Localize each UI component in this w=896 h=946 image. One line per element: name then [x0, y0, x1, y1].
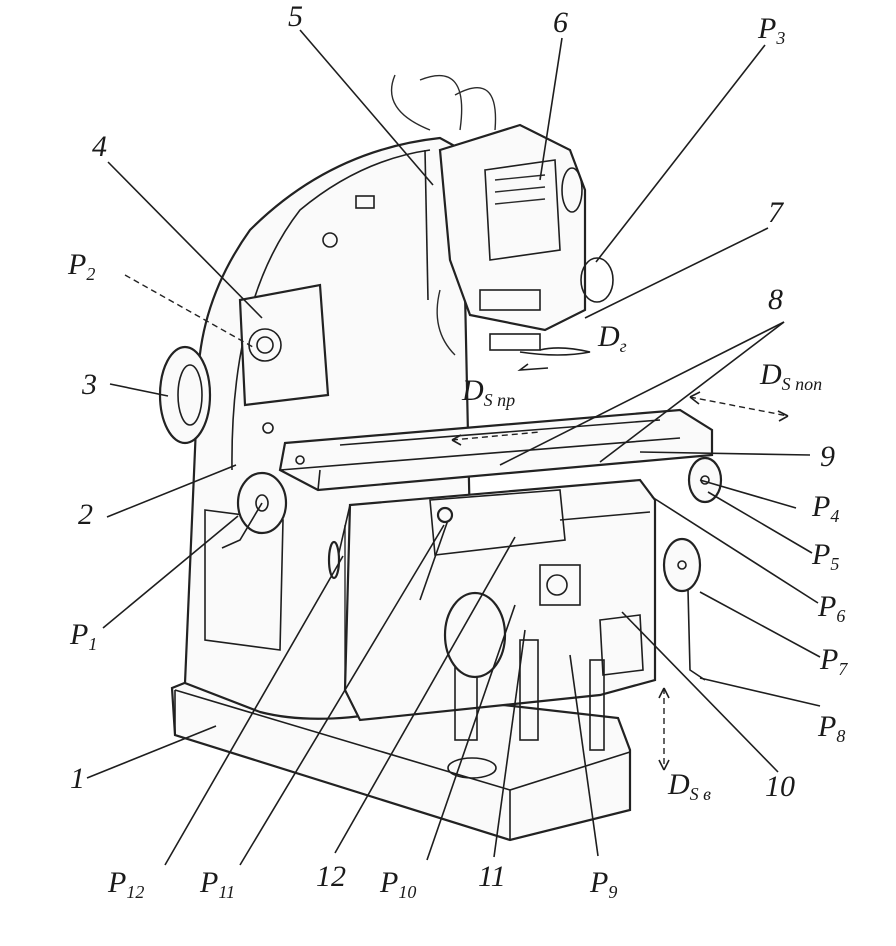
label-p12: P12 [108, 866, 145, 902]
pulley [158, 345, 212, 445]
gearbox-housing [238, 283, 330, 407]
label-p4: P4 [812, 490, 840, 526]
label-12: 12 [316, 860, 346, 893]
label-11: 11 [478, 860, 506, 893]
label-2: 2 [78, 498, 93, 531]
label-p2: P2 [68, 248, 96, 284]
label-p7: P7 [820, 643, 848, 679]
motion-arrows [451, 347, 789, 771]
spindle-head [390, 74, 614, 356]
saddle-and-knee [343, 478, 657, 722]
label-8: 8 [768, 283, 783, 316]
label-p6: P6 [818, 590, 846, 626]
elevating-screws [443, 591, 605, 751]
label-p8: P8 [818, 710, 846, 746]
lever-p12 [327, 504, 351, 580]
label-p9: P9 [590, 866, 618, 902]
leader-lines [86, 29, 821, 866]
label-ds-pr: DS пр [462, 374, 516, 410]
label-p10: P10 [380, 866, 417, 902]
handwheel-right [687, 456, 723, 504]
label-p1: P1 [70, 618, 98, 654]
label-9: 9 [820, 440, 835, 473]
label-1: 1 [70, 762, 85, 795]
label-3: 3 [82, 368, 97, 401]
label-ds-pop: DS поп [760, 358, 823, 394]
label-5: 5 [288, 0, 303, 33]
label-p11: P11 [200, 866, 235, 902]
handwheel-knee [662, 537, 706, 681]
label-ds-v: DS в [668, 768, 711, 804]
handwheel-left [221, 471, 288, 549]
label-6: 6 [553, 6, 568, 39]
label-p5: P5 [812, 538, 840, 574]
work-table [278, 408, 714, 492]
label-7: 7 [768, 196, 783, 229]
label-4: 4 [92, 130, 107, 163]
label-dg: Dг [598, 320, 627, 356]
label-p3: P3 [758, 12, 786, 48]
lever-p11 [419, 506, 454, 601]
label-10: 10 [765, 770, 795, 803]
